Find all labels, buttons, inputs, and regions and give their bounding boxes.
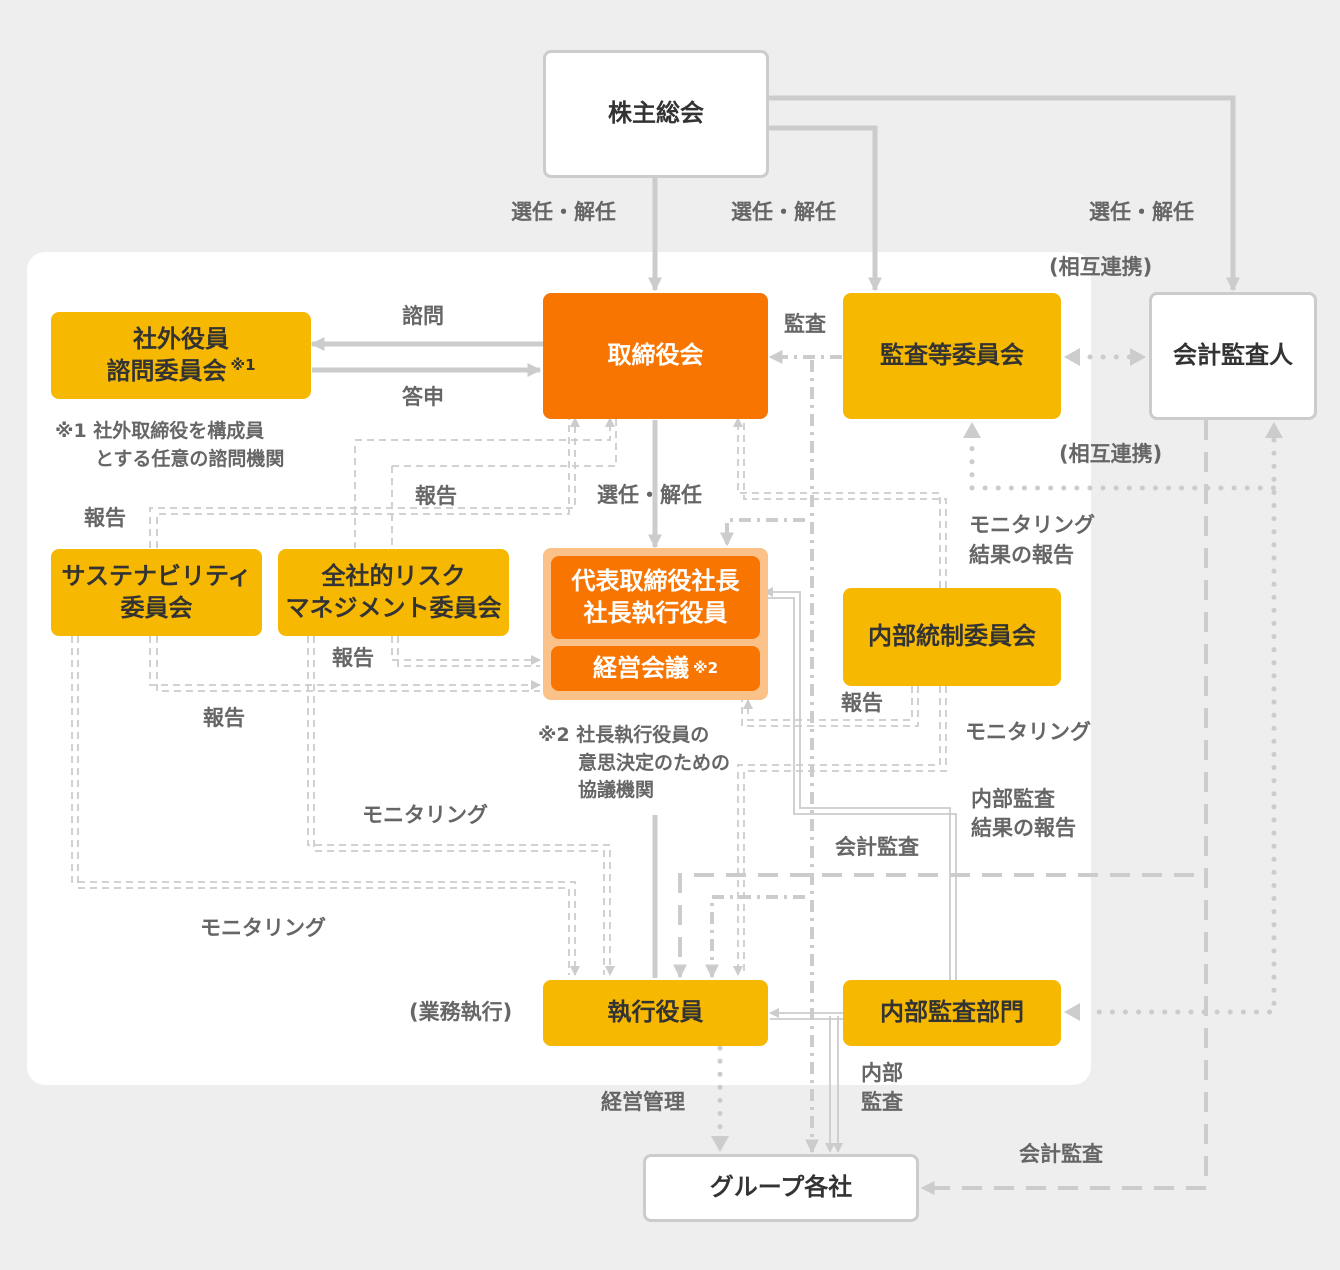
label-internal-2: 監査: [861, 1090, 903, 1114]
president-box: 代表取締役社長 社長執行役員: [551, 556, 760, 639]
label-accounting-audit-1: 会計監査: [835, 835, 919, 859]
label-elect-2: 選任・解任: [731, 200, 836, 224]
mgmt-meeting-label: 経営会議: [592, 653, 689, 682]
label-elect-3: 選任・解任: [1089, 200, 1194, 224]
accounting-audit-lines: [673, 420, 1208, 1195]
audit-committee: 監査等委員会: [843, 293, 1061, 419]
label-internal-1: 内部: [861, 1061, 903, 1085]
sustainability-committee: サステナビリティ 委員会: [51, 549, 262, 636]
label-monitor-result-2: 結果の報告: [969, 543, 1074, 567]
risk-line2: マネジメント委員会: [285, 593, 502, 622]
label-report-1: 報告: [415, 484, 457, 508]
label-elect-4: 選任・解任: [597, 483, 702, 507]
internal-audit-lines: [763, 587, 957, 1153]
label-monitoring-2: モニタリング: [362, 803, 488, 827]
group-companies-label: グループ各社: [709, 1173, 853, 1202]
accounting-auditor-label: 会計監査人: [1173, 341, 1293, 370]
sustainability-line2: 委員会: [120, 593, 193, 622]
dotted-arrowheads: [711, 348, 1283, 1152]
accounting-auditor: 会計監査人: [1149, 292, 1317, 420]
label-consult: 諮問: [402, 304, 444, 328]
management-meeting: 経営会議※2: [551, 646, 760, 691]
cooperation-dotted-lines: [717, 354, 1277, 1138]
label-mgmt-control: 経営管理: [601, 1090, 685, 1114]
internal-audit-dept-label: 内部監査部門: [880, 998, 1024, 1027]
label-business-exec: (業務執行): [409, 1000, 513, 1024]
note-2: ※2 社長執行役員の 意思決定のための 協議機関: [538, 722, 737, 805]
board-of-directors: 取締役会: [543, 293, 768, 419]
note-1-line1: ※1 社外取締役を構成員: [55, 420, 265, 442]
label-monitor-result-1: モニタリング: [969, 513, 1095, 537]
advisory-committee: 社外役員 諮問委員会※1: [51, 312, 311, 399]
label-elect-1: 選任・解任: [511, 200, 616, 224]
note-1-line2: とする任意の諮問機関: [95, 447, 285, 470]
shareholders-meeting: 株主総会: [543, 50, 769, 178]
advisory-line1: 社外役員: [133, 325, 229, 354]
label-monitoring-3: モニタリング: [200, 916, 326, 940]
label-audit: 監査: [784, 312, 826, 336]
sustainability-line1: サステナビリティ: [61, 562, 252, 591]
label-monitoring-1: モニタリング: [965, 720, 1091, 744]
audit-dashdot-lines: [705, 350, 842, 1154]
group-companies: グループ各社: [643, 1154, 919, 1222]
label-mutual-2: (相互連携): [1059, 442, 1163, 466]
report-lines: [71, 417, 947, 976]
advisory-line2-wrap: 諮問委員会※1: [106, 356, 255, 387]
risk-line1: 全社的リスク: [321, 562, 466, 591]
shareholders-label: 株主総会: [608, 99, 704, 128]
note-2-line2: 意思決定のための: [578, 751, 731, 774]
internal-control-label: 内部統制委員会: [868, 622, 1036, 651]
executive-officers-label: 執行役員: [607, 998, 704, 1027]
label-internal-audit-result-2: 結果の報告: [971, 816, 1076, 840]
note-1: ※1 社外取締役を構成員 とする任意の諮問機関: [55, 418, 284, 473]
audit-committee-label: 監査等委員会: [880, 341, 1024, 370]
label-mutual-1: (相互連携): [1049, 255, 1153, 279]
label-report-3: 報告: [332, 646, 374, 670]
note-2-line1: ※2 社長執行役員の: [538, 724, 710, 746]
mgmt-note-mark: ※2: [692, 658, 719, 677]
note-2-line3: 協議機関: [578, 779, 655, 802]
label-accounting-audit-2: 会計監査: [1019, 1142, 1103, 1166]
risk-management-committee: 全社的リスク マネジメント委員会: [278, 549, 509, 636]
advisory-line2: 諮問委員会: [106, 356, 227, 385]
president-line1: 代表取締役社長: [571, 567, 740, 596]
label-answer: 答申: [402, 385, 444, 409]
executive-officers: 執行役員: [543, 980, 768, 1046]
advisory-note-mark: ※1: [230, 355, 256, 374]
label-report-2: 報告: [84, 506, 126, 530]
label-internal-audit-result-1: 内部監査: [971, 787, 1055, 811]
label-report-5: 報告: [203, 706, 245, 730]
president-line2: 社長執行役員: [583, 598, 728, 627]
label-report-4: 報告: [841, 691, 883, 715]
internal-control-committee: 内部統制委員会: [843, 588, 1061, 686]
internal-audit-department: 内部監査部門: [843, 980, 1061, 1046]
election-lines: [310, 95, 1240, 978]
board-label: 取締役会: [607, 341, 704, 370]
